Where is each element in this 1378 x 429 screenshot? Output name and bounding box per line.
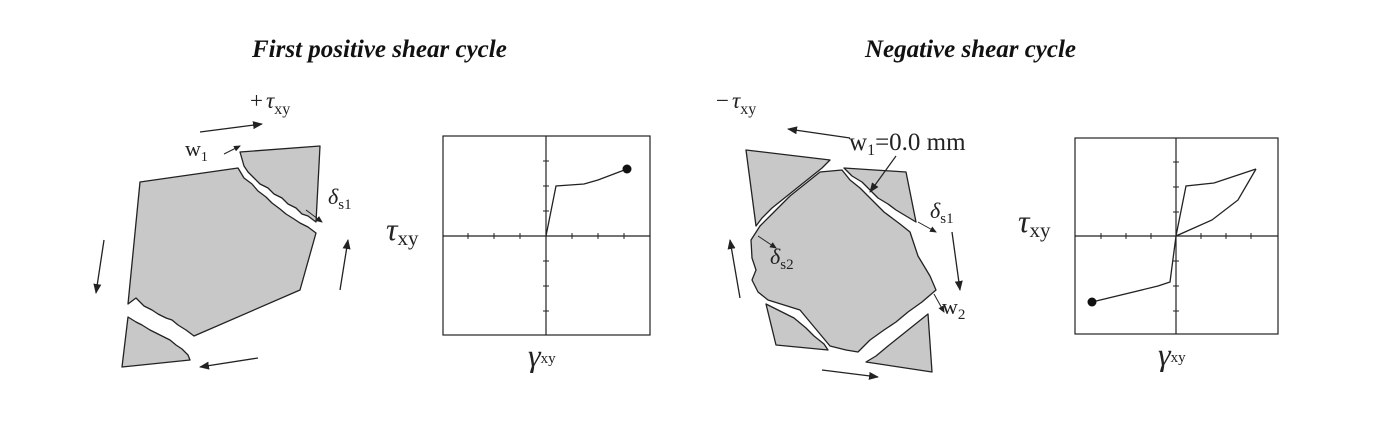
negative-w2-label: w2: [942, 294, 965, 323]
negative-cycle-panel: −τxy w1=0.0 mm δs1 δs2 w2: [716, 88, 1279, 380]
negative-ds2-label: δs2: [770, 244, 794, 273]
positive-cycle-panel: +τxy w1 δs1: [93, 88, 651, 373]
shear-arrow-top: [199, 121, 263, 133]
ds2-indicator: [757, 235, 777, 249]
negative-panel-top-right-piece: [843, 167, 917, 223]
shear-arrow-left: [93, 239, 105, 294]
negative-panel-bottom-left-piece: [765, 303, 829, 351]
positive-load-label: +τxy: [250, 88, 290, 118]
chart-ticks: [467, 160, 625, 312]
unloading-branch: [1091, 168, 1257, 303]
positive-response-curve: [545, 168, 628, 237]
chart-x-label: γxy: [528, 337, 556, 373]
shear-arrow-right-neg: [951, 231, 963, 291]
positive-panel-top-right-piece: [239, 145, 321, 223]
panel-title-positive: First positive shear cycle: [252, 36, 507, 63]
loading-branch: [1175, 168, 1257, 237]
shear-arrow-top-neg: [787, 126, 851, 139]
chart-y-label: τxy: [386, 211, 419, 250]
ds1-indicator-neg: [917, 221, 937, 233]
shear-arrow-left-neg: [727, 239, 741, 299]
shear-arrow-bottom: [199, 357, 259, 370]
negative-panel-main-piece: [750, 169, 937, 353]
negative-response-chart: τxy γxy: [1018, 137, 1279, 372]
chart-x-label: γxy: [1158, 336, 1186, 372]
negative-load-label: −τxy: [716, 88, 756, 118]
chart-ticks: [1100, 161, 1252, 312]
w2-indicator: [933, 293, 945, 313]
negative-ds1-label: δs1: [930, 198, 954, 227]
negative-w1-label: w1=0.0 mm: [849, 129, 966, 159]
positive-panel-bottom-left-piece: [121, 316, 191, 368]
panel-title-negative: Negative shear cycle: [865, 36, 1077, 63]
shear-arrow-right: [339, 239, 351, 291]
positive-panel-main-piece: [127, 167, 317, 337]
w1-indicator: [223, 145, 241, 155]
positive-w1-label: w1: [185, 136, 208, 165]
current-state-dot: [622, 164, 632, 174]
negative-panel-bottom-right-piece: [865, 313, 933, 373]
positive-ds1-label: δs1: [328, 184, 352, 213]
chart-y-label: τxy: [1018, 203, 1051, 242]
shear-arrow-bottom-neg: [821, 369, 879, 380]
w1-pointer: [869, 155, 897, 193]
ds1-indicator: [305, 209, 323, 223]
positive-response-chart: τxy γxy: [386, 135, 651, 373]
current-state-dot: [1087, 297, 1097, 307]
negative-panel-top-left-piece: [745, 149, 831, 227]
